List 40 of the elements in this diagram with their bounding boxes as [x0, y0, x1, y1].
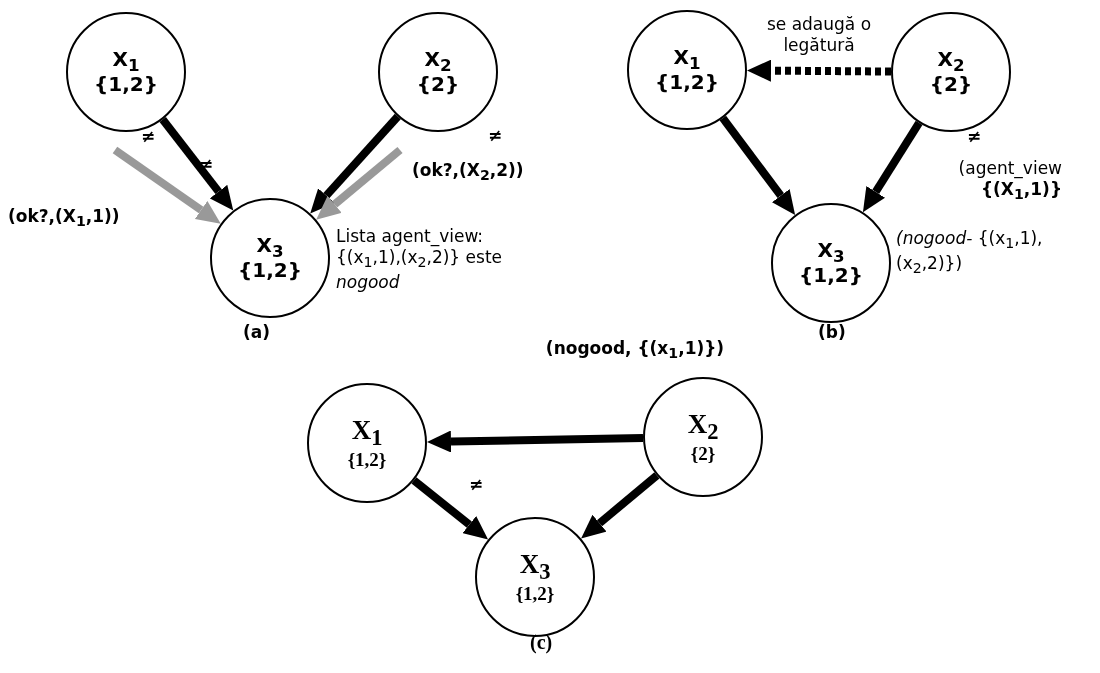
- edge-label: (agent_view {(X$_{1}$,1)}: [957, 158, 1062, 205]
- annotation-text: Lista agent_view: {(x$_{1}$,1),(x$_{2}$,2)} este nogood: [336, 226, 503, 294]
- arrow: [581, 472, 660, 539]
- annotation-text: (nogood- {(x$_{1}$,1), (x$_{2}$,2)}): [896, 228, 1044, 279]
- arrow: [159, 117, 234, 211]
- node-title: X$_{3}$: [817, 239, 845, 266]
- arrow: [427, 430, 644, 453]
- text-label: ≠: [141, 126, 156, 146]
- node-title: X$_{2}$: [937, 48, 965, 75]
- edge-label: (nogood, {(x$_{1}$,1)}): [544, 338, 726, 364]
- node-title: X$_{3}$: [256, 234, 284, 261]
- node-domain: {2}: [690, 444, 716, 464]
- node-title: X$_{3}$: [519, 550, 551, 585]
- node-domain: {2}: [416, 74, 460, 96]
- node-title: X$_{2}$: [424, 48, 452, 75]
- node-domain: {1,2}: [515, 584, 555, 604]
- arrow: [316, 146, 403, 220]
- node-title: X$_{1}$: [673, 46, 701, 73]
- node-domain: {1,2}: [799, 265, 863, 287]
- text-label: ≠: [469, 474, 484, 494]
- node-title: X$_{1}$: [112, 48, 140, 75]
- arrow: [310, 113, 401, 214]
- arrow: [862, 120, 923, 213]
- node-domain: {2}: [929, 74, 973, 96]
- node-domain: {1,2}: [94, 74, 158, 96]
- edge-label: se adaugă o legătură: [765, 14, 873, 57]
- arrow: [411, 477, 489, 540]
- node-title: X$_{1}$: [351, 416, 383, 451]
- node-domain: {1,2}: [347, 450, 387, 470]
- text-label: ≠: [488, 125, 503, 145]
- node-domain: {1,2}: [238, 260, 302, 282]
- edge-label: (ok?,(X$_{2}$,2)): [412, 160, 525, 186]
- edge-label: (ok?,(X$_{1}$,1)): [8, 206, 121, 232]
- text-label: ≠: [967, 126, 982, 146]
- arrow: [719, 115, 796, 215]
- node-title: X$_{2}$: [687, 410, 719, 445]
- arrow: [112, 146, 221, 224]
- node-domain: {1,2}: [655, 72, 719, 94]
- arrow: [747, 59, 892, 82]
- text-label: (c): [530, 631, 553, 654]
